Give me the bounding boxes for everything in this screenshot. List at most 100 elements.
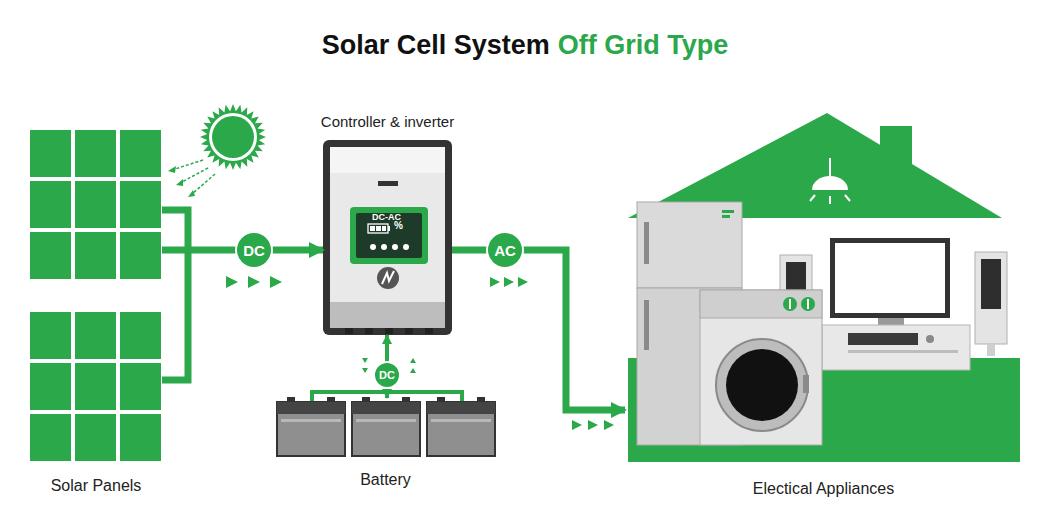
inverter-body (425, 328, 433, 334)
panel-wire (162, 210, 188, 380)
speaker (975, 252, 1007, 344)
inverter-body (403, 244, 409, 250)
inverter-body (323, 140, 452, 335)
flow-triangle (504, 277, 514, 287)
solar-cell (30, 414, 71, 461)
inverter-body (350, 207, 428, 264)
television (835, 243, 945, 313)
current-badge: DC (235, 231, 273, 269)
flow-triangle (604, 420, 614, 430)
sun-ray (176, 179, 183, 186)
ceiling-lamp (829, 158, 831, 176)
inverter-body (388, 226, 390, 231)
solar-cell (30, 232, 71, 279)
washing-machine (726, 349, 798, 421)
flow-triangle (362, 368, 368, 373)
battery-node: Battery (275, 398, 496, 456)
solar-cell (120, 312, 161, 359)
inverter-body (376, 226, 381, 231)
inverter-body (382, 271, 394, 284)
washing-machine (783, 297, 797, 311)
television (848, 333, 918, 345)
solar-cell (120, 232, 161, 279)
solar-panel-node: Solar Panels (30, 130, 162, 462)
washing-machine (801, 297, 815, 311)
sun-icon (209, 113, 257, 161)
inverter-node: Controller & inverter (323, 140, 452, 335)
sun-icon (200, 104, 266, 170)
power-connector (452, 250, 625, 410)
battery-cell (431, 419, 491, 422)
refrigerator (722, 210, 734, 213)
television (878, 318, 904, 325)
flow-triangle (572, 420, 582, 430)
title-text: Solar Cell System (322, 30, 550, 61)
inverter-body (370, 244, 376, 250)
solar-cell (75, 312, 116, 359)
refrigerator (722, 215, 730, 218)
inverter-body (330, 147, 445, 173)
solar-cell (120, 181, 161, 228)
flow-triangle (226, 276, 238, 288)
node-label: Controller & inverter (321, 113, 454, 130)
solar-cell (75, 181, 116, 228)
house-shape (628, 113, 1020, 462)
flow-triangle (490, 277, 500, 287)
solar-cell (30, 181, 71, 228)
inverter-body (377, 267, 399, 289)
solar-cell (120, 130, 161, 177)
sun-ray (188, 190, 195, 197)
flow-triangle (362, 358, 368, 363)
title-highlight: Off Grid Type (558, 30, 729, 61)
inverter-body (323, 140, 452, 335)
sun-ray (168, 160, 215, 197)
solar-cell (30, 363, 71, 410)
solar-cell (75, 414, 116, 461)
battery-cell (352, 402, 420, 414)
node-label: Battery (360, 471, 411, 489)
current-badge: AC (486, 231, 524, 269)
flow-triangle (410, 368, 416, 373)
inverter-body (330, 302, 445, 328)
battery-cell (277, 402, 345, 456)
inverter-body (345, 328, 353, 334)
inverter-body (392, 244, 398, 250)
inverter-body (382, 226, 386, 231)
inverter-body (368, 224, 388, 233)
solar-cell (120, 414, 161, 461)
node-label: Electical Appliances (753, 480, 894, 498)
inverter-body (370, 226, 375, 231)
refrigerator (644, 222, 649, 264)
television (926, 335, 934, 343)
flow-triangle (248, 276, 260, 288)
refrigerator (644, 300, 649, 350)
inverter-body (330, 147, 445, 302)
sun-ray (192, 174, 215, 194)
battery-cell (281, 419, 341, 422)
solar-cell (75, 232, 116, 279)
sun-ray (180, 168, 208, 183)
flow-triangle (270, 276, 282, 288)
ceiling-lamp (845, 195, 850, 201)
washing-machine (716, 339, 808, 431)
battery-cell (277, 397, 495, 456)
washing-machine (700, 290, 822, 318)
node-label: Solar Panels (51, 477, 142, 495)
washing-machine (700, 290, 822, 445)
battery-cell (356, 419, 416, 422)
inverter-body (365, 328, 373, 334)
battery-cell (427, 402, 495, 414)
washing-machine (807, 299, 809, 309)
title-row: Solar Cell System Off Grid Type (0, 30, 1050, 61)
ceiling-lamp (829, 196, 831, 204)
ceiling-lamp (810, 158, 850, 204)
inverter-body (378, 181, 398, 186)
sun-icon (212, 116, 254, 158)
current-badge: DC (373, 361, 401, 389)
screen-text: % (394, 221, 403, 231)
solar-cell (75, 130, 116, 177)
